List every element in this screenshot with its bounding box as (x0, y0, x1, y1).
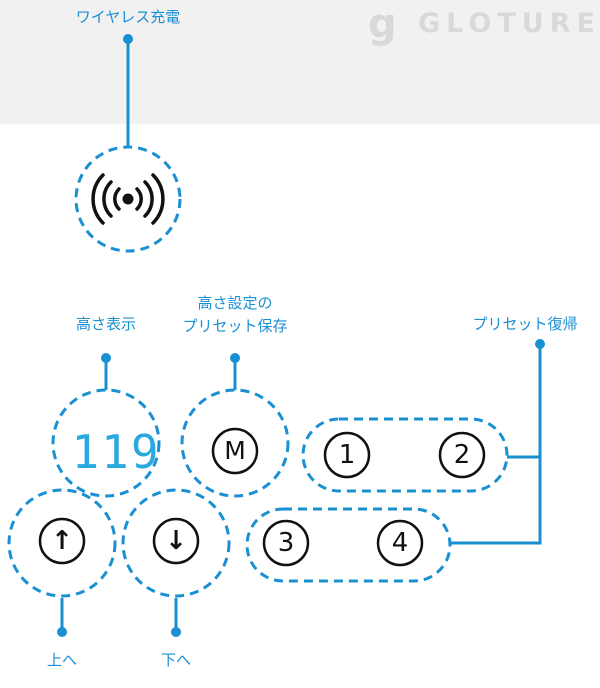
height-outline (51, 388, 161, 498)
button-rings (38, 427, 486, 567)
preset-4-button[interactable]: 4 (391, 528, 409, 558)
wireless-charging-label: ワイヤレス充電 (75, 8, 181, 26)
wireless-charging-icon (91, 173, 165, 225)
preset-2-button[interactable]: 2 (453, 440, 471, 470)
up-dot (57, 627, 67, 637)
preset-save-label-line2: プリセット保存 (182, 317, 288, 335)
up-label: 上へ (46, 651, 77, 669)
down-dot (171, 627, 181, 637)
logo-text: GLOTURE (418, 8, 600, 39)
down-button-ring (152, 517, 200, 565)
preset-recall-label: プリセット復帰 (472, 315, 578, 333)
up-button-ring (38, 517, 86, 565)
preset-1-ring (323, 431, 371, 479)
preset-top-outline (301, 417, 509, 493)
down-arrow-icon[interactable]: ↓ (165, 526, 187, 556)
brand-logo: g GLOTURE (368, 4, 600, 44)
height-display-label: 高さ表示 (75, 315, 136, 333)
connector-dots (57, 34, 545, 637)
down-label: 下へ (160, 651, 191, 669)
memory-outline (180, 388, 290, 498)
preset-3-ring (262, 519, 310, 567)
memory-dot (230, 353, 240, 363)
up-outline (7, 488, 117, 598)
preset-2-ring (438, 431, 486, 479)
preset-connector-main (450, 344, 542, 545)
memory-button[interactable]: M (224, 436, 246, 465)
height-dot (101, 353, 111, 363)
connector-lines (60, 39, 542, 630)
preset-4-ring (376, 519, 424, 567)
header-band (0, 0, 600, 124)
down-outline (121, 488, 231, 598)
logo-mark: g (368, 1, 397, 47)
preset-save-label-line1: 高さ設定の (197, 294, 273, 312)
memory-button-ring (211, 427, 259, 475)
preset-dot (535, 339, 545, 349)
preset-1-button[interactable]: 1 (338, 440, 356, 470)
height-display-digits: 119 (71, 425, 161, 479)
wireless-dot (123, 34, 133, 44)
up-arrow-icon[interactable]: ↑ (51, 526, 73, 556)
preset-3-button[interactable]: 3 (277, 528, 295, 558)
